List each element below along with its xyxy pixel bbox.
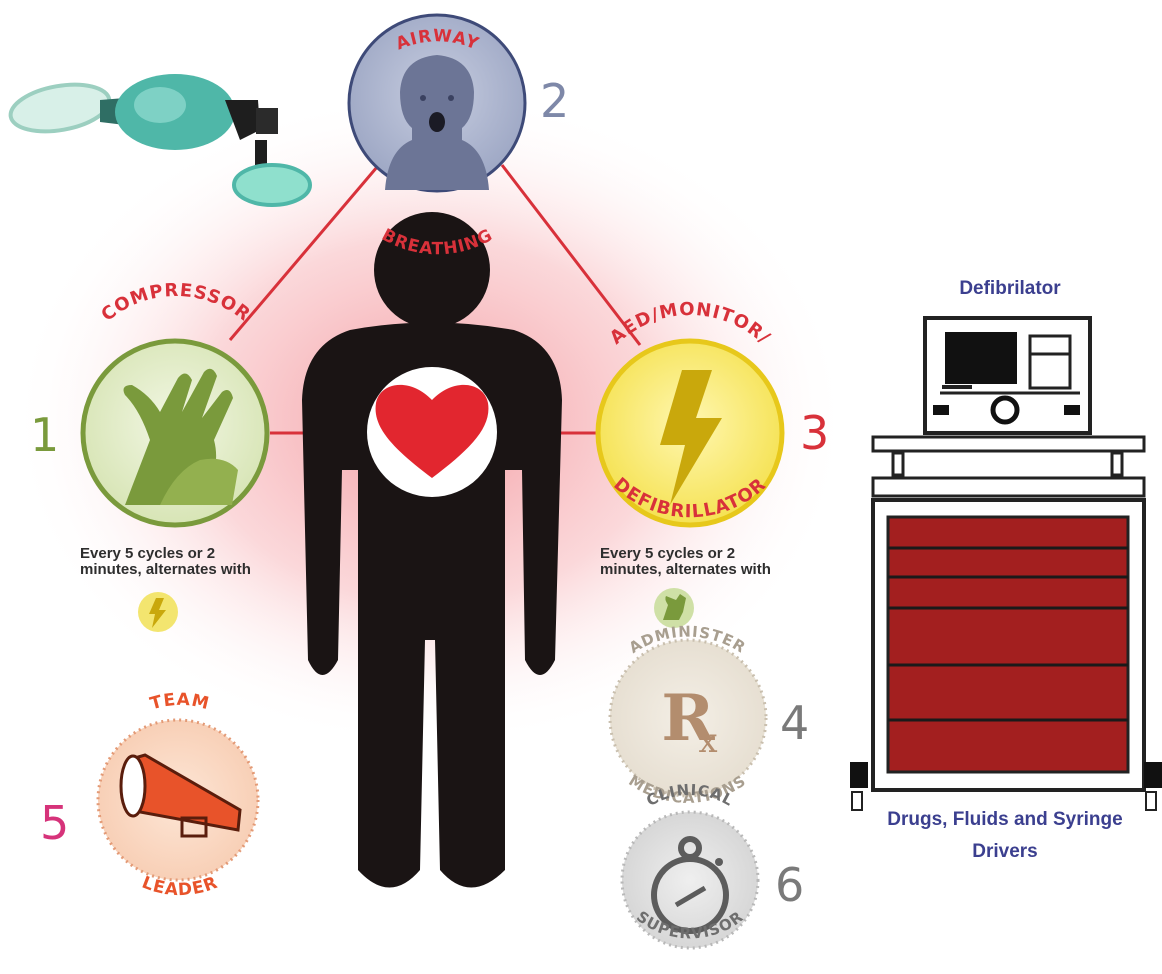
compressor-role-circle [83, 341, 267, 525]
role-number-3: 3 [800, 410, 829, 456]
alternate-defib-mini-icon [138, 592, 178, 632]
heart-icon [367, 367, 497, 497]
role-number-4: 4 [780, 700, 809, 746]
role-number-2: 2 [540, 78, 569, 124]
rx-subscript-x: x [698, 721, 717, 761]
role-number-6: 6 [775, 862, 804, 908]
leader-role-circle [98, 720, 258, 880]
drug-cart-icon [850, 437, 1162, 810]
team-label: TEAM [148, 690, 212, 715]
role-number-5: 5 [40, 800, 69, 846]
alternate-compressor-mini-icon [654, 588, 694, 628]
defibrillator-device-icon [925, 318, 1090, 433]
defibrillator-equipment-label: Defibrilator [920, 278, 1100, 300]
defib-note: Every 5 cycles or 2 minutes, alternates … [600, 546, 780, 578]
role-number-1: 1 [30, 412, 59, 458]
compressor-note: Every 5 cycles or 2 minutes, alternates … [80, 546, 260, 578]
cart-equipment-label: Drugs, Fluids and Syringe Drivers [885, 804, 1125, 868]
